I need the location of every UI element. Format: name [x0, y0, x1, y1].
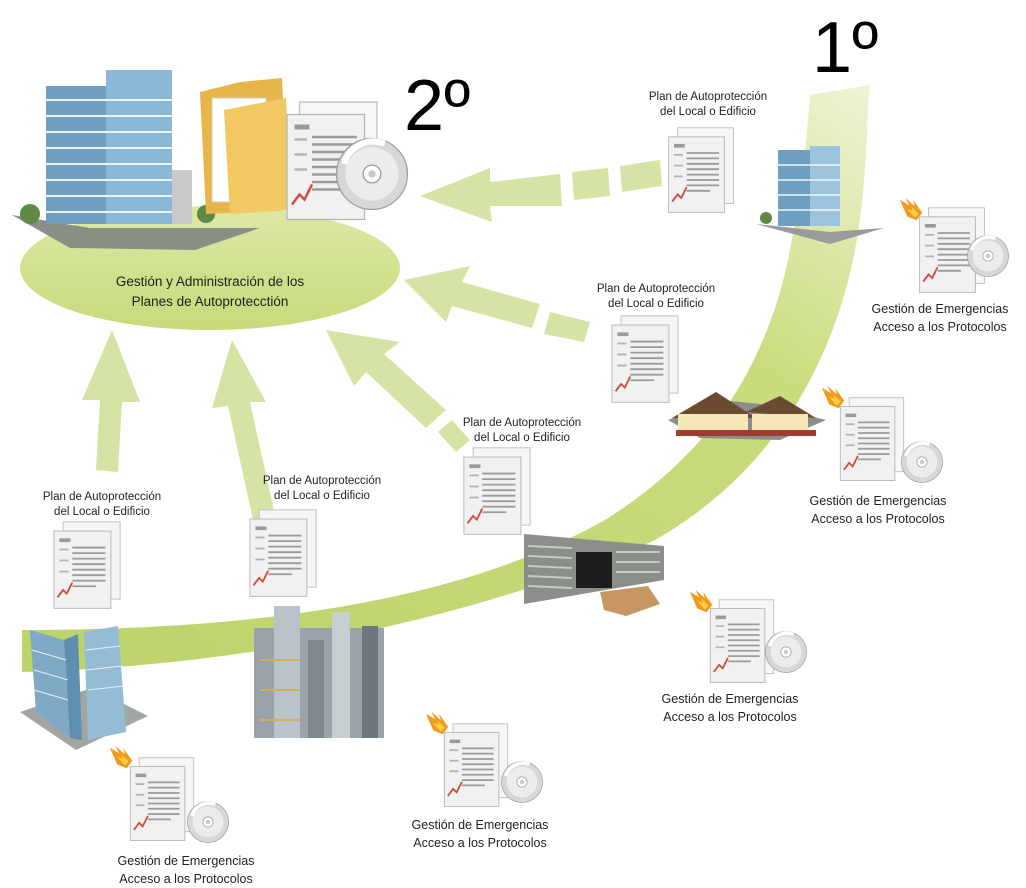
plan-label-warehouse: Plan de Autoprotección del Local o Edifi… — [442, 416, 602, 446]
central-title-line1: Gestión y Administración de los — [115, 274, 305, 289]
spiral-band — [22, 85, 870, 672]
disc-icon — [337, 139, 408, 210]
plan-doc-house — [610, 314, 680, 404]
plan-doc-warehouse — [462, 446, 532, 536]
plan-doc-factory — [248, 508, 318, 598]
plan-label-line2: del Local o Edificio — [54, 506, 150, 518]
emergency-doc-twin-towers — [109, 745, 230, 844]
emergency-label-line1: Gestión de Emergencias — [809, 494, 947, 508]
central-title-line2: Planes de Autoprotecctión — [131, 294, 289, 309]
arrow-from-office — [420, 160, 662, 222]
office-tower-icon — [12, 70, 260, 250]
plan-label-line1: Plan de Autoprotección — [648, 91, 768, 103]
factory-icon — [254, 606, 384, 738]
plan-label-twin-towers: Plan de Autoprotección del Local o Edifi… — [22, 490, 182, 520]
emergency-label-warehouse: Gestión de Emergencias Acceso a los Prot… — [646, 690, 814, 726]
emergency-doc-house — [821, 385, 944, 484]
house-icon — [668, 392, 826, 440]
emergency-label-line2: Acceso a los Protocolos — [663, 710, 797, 724]
twin-towers-icon — [20, 626, 148, 750]
emergency-label-line1: Gestión de Emergencias — [117, 854, 255, 868]
plan-label-line1: Plan de Autoprotección — [262, 475, 382, 487]
plan-label-house: Plan de Autoprotección del Local o Edifi… — [576, 282, 736, 312]
plan-label-line1: Plan de Autoprotección — [596, 283, 716, 295]
step-2-marker: 2º — [404, 66, 471, 146]
step-1-marker: 1º — [812, 8, 879, 88]
emergency-label-office: Gestión de Emergencias Acceso a los Prot… — [856, 300, 1024, 336]
emergency-label-house: Gestión de Emergencias Acceso a los Prot… — [794, 492, 962, 528]
emergency-label-line2: Acceso a los Protocolos — [811, 512, 945, 526]
emergency-label-line1: Gestión de Emergencias — [661, 692, 799, 706]
plan-doc-twin-towers — [52, 520, 122, 610]
emergency-label-factory: Gestión de Emergencias Acceso a los Prot… — [396, 816, 564, 852]
emergency-doc-warehouse — [689, 589, 808, 684]
emergency-label-line1: Gestión de Emergencias — [871, 302, 1009, 316]
plan-label-line2: del Local o Edificio — [274, 490, 370, 502]
plan-label-line1: Plan de Autoprotección — [462, 417, 582, 429]
emergency-label-line2: Acceso a los Protocolos — [413, 836, 547, 850]
central-title: Gestión y Administración de los Planes d… — [60, 272, 360, 312]
plan-label-office: Plan de Autoprotección del Local o Edifi… — [628, 90, 788, 120]
emergency-label-line1: Gestión de Emergencias — [411, 818, 549, 832]
arrows — [82, 160, 662, 524]
folder-icon — [200, 78, 292, 214]
office-tower-small-icon — [756, 146, 884, 244]
arrow-from-house — [404, 266, 590, 342]
plan-label-line2: del Local o Edificio — [608, 298, 704, 310]
plan-label-factory: Plan de Autoprotección del Local o Edifi… — [242, 474, 402, 504]
emergency-label-twin-towers: Gestión de Emergencias Acceso a los Prot… — [102, 852, 270, 888]
warehouse-icon — [524, 534, 664, 616]
plan-label-line1: Plan de Autoprotección — [42, 491, 162, 503]
emergency-label-line2: Acceso a los Protocolos — [873, 320, 1007, 334]
emergency-doc-office — [899, 197, 1010, 294]
arrow-from-factory — [212, 340, 276, 524]
plan-label-line2: del Local o Edificio — [474, 432, 570, 444]
arrow-from-warehouse — [326, 330, 470, 452]
arrow-from-twin-towers — [82, 330, 140, 472]
emergency-doc-factory — [425, 711, 544, 808]
emergency-label-line2: Acceso a los Protocolos — [119, 872, 253, 886]
plan-doc-office — [667, 126, 735, 214]
plan-label-line2: del Local o Edificio — [660, 106, 756, 118]
